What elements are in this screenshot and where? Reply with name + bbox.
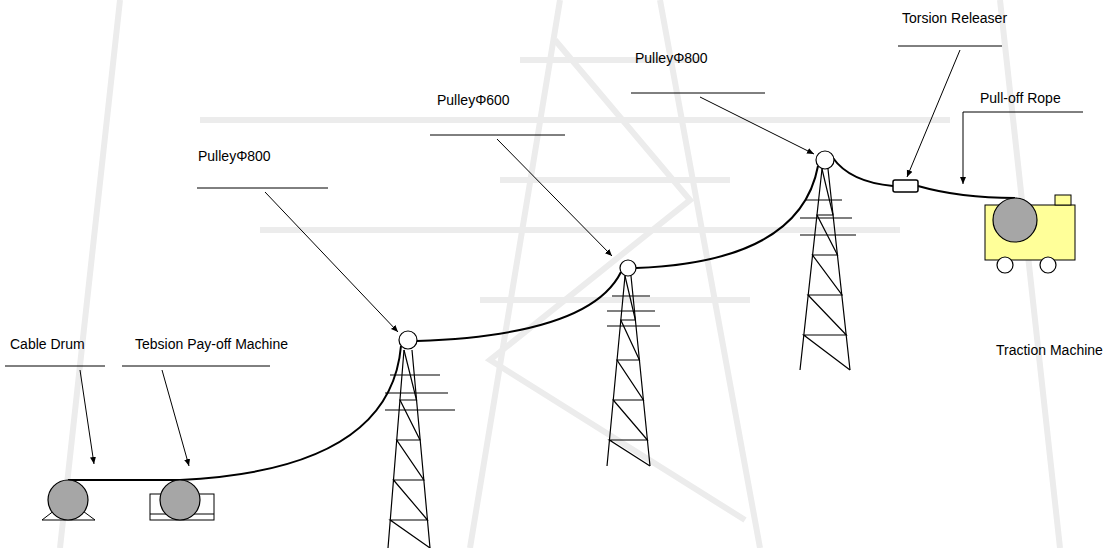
pulley	[620, 260, 636, 276]
part-label: Traction Machine	[996, 342, 1103, 358]
pulley	[816, 151, 834, 169]
label-underline	[5, 46, 1083, 366]
transmission-tower	[607, 276, 660, 466]
background-watermark	[60, 0, 1060, 548]
part-label: Pull-off Rope	[980, 90, 1061, 106]
part-label: Tebsion Pay-off Machine	[135, 336, 288, 352]
torsion-releaser	[893, 180, 918, 192]
traction-machine	[985, 195, 1075, 273]
cable-line	[68, 158, 1015, 480]
leader-line	[80, 50, 963, 466]
part-label: PulleyΦ600	[437, 92, 510, 108]
part-label: PulleyΦ800	[635, 50, 708, 66]
transmission-tower	[800, 169, 856, 370]
pulley	[399, 331, 417, 349]
part-label: Torsion Releaser	[902, 10, 1007, 26]
transmission-tower	[385, 350, 455, 548]
part-label: Cable Drum	[10, 336, 85, 352]
part-label: PulleyΦ800	[198, 148, 271, 164]
cable-drum	[42, 480, 95, 520]
pay-off-machine	[150, 480, 214, 520]
